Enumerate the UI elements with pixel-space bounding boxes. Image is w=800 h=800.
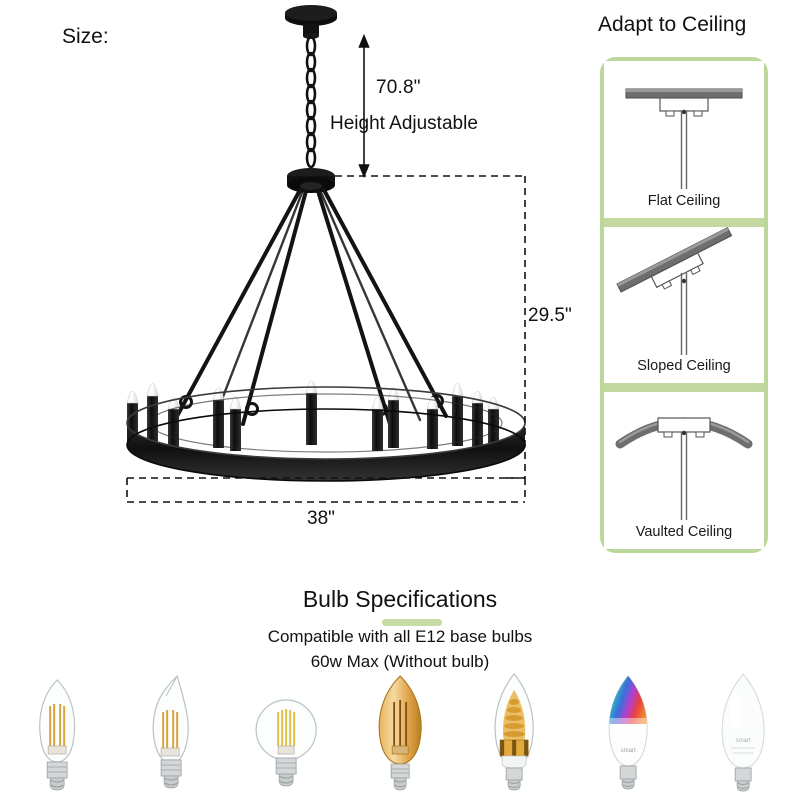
bulb-specifications-title: Bulb Specifications [302, 586, 498, 612]
wagon-wheel-ring [126, 386, 526, 482]
ceiling-option-sloped[interactable]: Sloped Ceiling [604, 226, 764, 384]
bulb-item [457, 672, 571, 800]
bulb-item: smart [686, 672, 800, 800]
bulb-gallery: smart smart [0, 672, 800, 800]
bulb-compatibility-line: Compatible with all E12 base bulbs [267, 627, 533, 646]
ceiling-canopy-icon [285, 5, 337, 39]
ceiling-option-flat-label: Flat Ceiling [647, 192, 721, 209]
ceiling-option-sloped-label: Sloped Ceiling [637, 358, 731, 375]
height-dimension-value: 70.8" [376, 77, 421, 98]
ceiling-option-vaulted-label: Vaulted Ceiling [635, 524, 733, 541]
ceiling-option-flat[interactable]: Flat Ceiling [604, 61, 764, 218]
spoke-arms [174, 188, 448, 426]
bulb-item [114, 672, 228, 800]
panel-divider [604, 217, 764, 227]
height-dimension-arrow [358, 33, 370, 179]
width-dimension-value: 38" [307, 508, 335, 529]
amber-filament-candle-bulb-icon [378, 675, 422, 791]
ceiling-option-vaulted[interactable]: Vaulted Ceiling [604, 392, 764, 550]
sloped-ceiling-icon [616, 226, 733, 355]
adapt-to-ceiling-title: Adapt to Ceiling [598, 13, 747, 36]
bulb-wattage-line: 60w Max (Without bulb) [310, 652, 490, 671]
white-smart-candle-bulb-icon: smart [721, 673, 765, 792]
rgb-smart-candle-bulb-icon: smart [609, 675, 648, 790]
clear-filament-flame-tip-bulb-icon [152, 674, 190, 789]
bulb-item: smart [571, 672, 685, 800]
panel-divider [604, 383, 764, 393]
chandelier-diagram [126, 5, 526, 503]
height-adjustable-note: Height Adjustable [330, 113, 478, 134]
bulb-item [343, 672, 457, 800]
title-underline-accent [382, 619, 442, 626]
candle-lights [126, 380, 500, 451]
chandelier-hub [287, 168, 335, 193]
drop-dimension-value: 29.5" [528, 305, 572, 326]
ceiling-options-group: Flat Ceiling Sloped Ceiling [600, 57, 768, 553]
svg-text:smart: smart [621, 748, 636, 754]
vaulted-ceiling-icon [615, 417, 753, 521]
flat-ceiling-icon [625, 88, 743, 189]
gold-led-corn-candle-bulb-icon [494, 673, 534, 791]
bulb-item [229, 672, 343, 800]
width-dimension-bracket [126, 477, 526, 503]
svg-text:smart: smart [735, 738, 750, 744]
clear-filament-candle-bulb-icon [39, 679, 76, 791]
drop-dimension-bracket [335, 175, 526, 479]
size-label: Size: [62, 25, 109, 48]
suspension-chain [305, 35, 317, 169]
bulb-item [0, 672, 114, 800]
clear-filament-globe-bulb-icon [255, 699, 317, 787]
